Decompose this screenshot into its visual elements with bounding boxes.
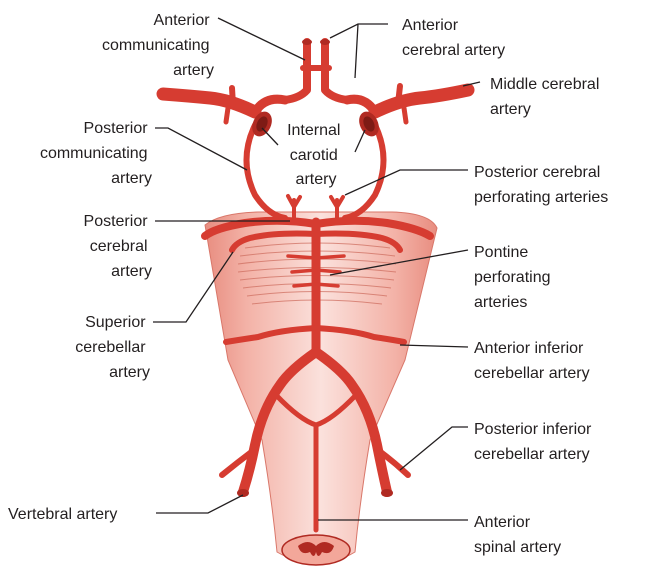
label-anterior-spinal-artery: Anterior spinal artery <box>474 514 561 556</box>
mca-branch-left-2 <box>226 108 228 122</box>
label-posterior-cerebral-artery: Posterior cerebral artery <box>84 213 152 280</box>
label-posterior-cerebral-perforating-arteries: Posterior cerebral perforating arteries <box>474 164 608 206</box>
middle-cerebral-artery-right <box>375 90 468 112</box>
posterior-communicating-artery-right <box>345 125 384 218</box>
posterior-communicating-artery-left <box>247 125 286 218</box>
label-pontine-perforating-arteries: Pontine perforating arteries <box>474 244 555 311</box>
label-posterior-communicating-artery: Posterior communicating artery <box>40 120 152 187</box>
label-vertebral-artery: Vertebral artery <box>8 506 117 523</box>
middle-cerebral-artery-left <box>163 94 255 112</box>
label-middle-cerebral-artery: Middle cerebral artery <box>490 76 604 118</box>
label-superior-cerebellar-artery: Superior cerebellar artery <box>75 314 150 381</box>
label-anterior-cerebral-artery: Anterior cerebral artery <box>402 17 505 59</box>
spinal-cross-section <box>282 535 350 565</box>
label-internal-carotid-artery: Internal carotid artery <box>287 122 345 188</box>
mca-branch-right <box>398 86 400 104</box>
label-anterior-inferior-cerebellar-artery: Anterior inferior cerebellar artery <box>474 340 590 382</box>
label-posterior-inferior-cerebellar-artery: Posterior inferior cerebellar artery <box>474 421 596 463</box>
mca-branch-right-2 <box>404 108 406 122</box>
mca-branch-left <box>232 88 233 105</box>
brainstem <box>205 212 437 565</box>
label-anterior-communicating-artery: Anterior communicating artery <box>102 12 214 79</box>
